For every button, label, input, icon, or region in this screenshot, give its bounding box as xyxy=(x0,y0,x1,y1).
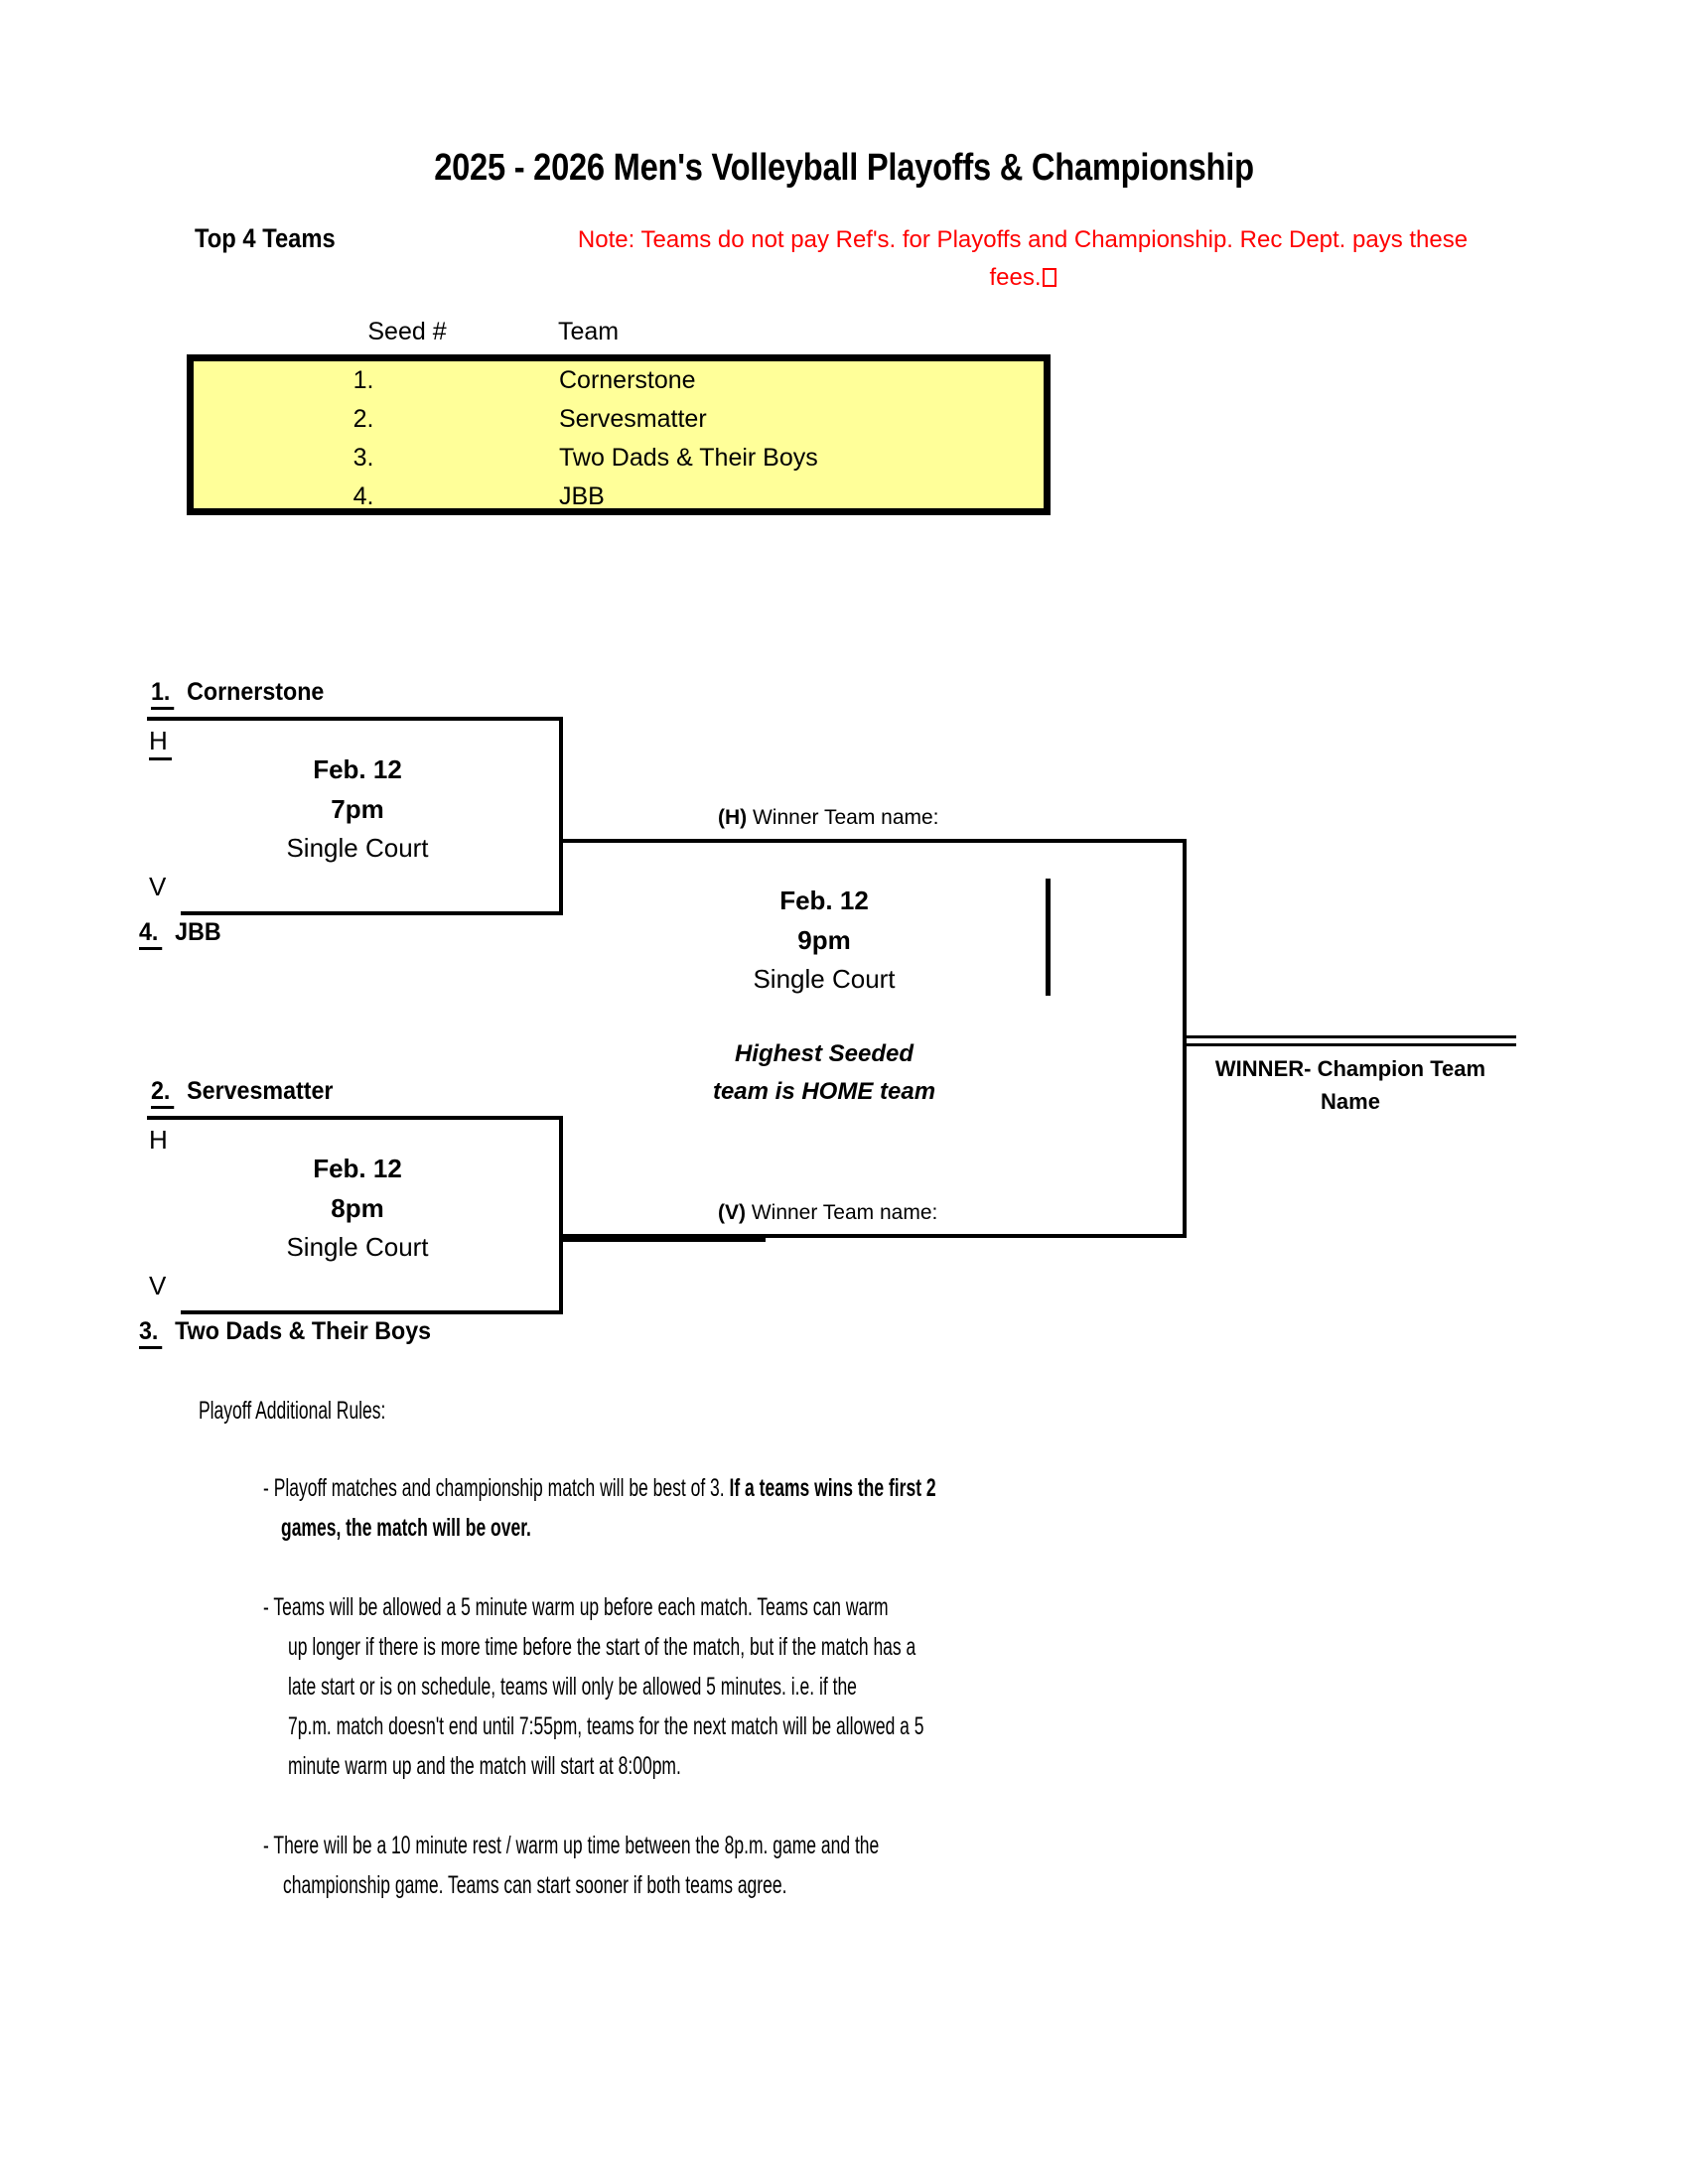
semifinal-2-home-mark: H xyxy=(149,1127,168,1153)
team-name: Servesmatter xyxy=(187,1077,334,1105)
home-mark-label: H xyxy=(149,1125,168,1155)
table-row: 3. Two Dads & Their Boys xyxy=(194,439,1044,478)
seed-number: 3. xyxy=(139,1317,163,1349)
semifinal-1-home-mark: H xyxy=(149,726,172,760)
note-line-1: Note: Teams do not pay Ref's. for Playof… xyxy=(577,226,1283,253)
seed-team-name: Servesmatter xyxy=(559,405,707,433)
semifinal-2-bottom-team: 3. Two Dads & Their Boys xyxy=(139,1317,431,1349)
visitor-mark-label: V xyxy=(149,1271,167,1300)
rules-heading: Playoff Additional Rules: xyxy=(199,1397,386,1425)
semifinal-2-visitor-mark: V xyxy=(149,1273,166,1298)
team-name: Two Dads & Their Boys xyxy=(175,1317,432,1345)
semifinal-2-bottom-line xyxy=(181,1310,563,1314)
rule-text-bold: games, the match will be over. xyxy=(281,1514,531,1542)
match-court: Single Court xyxy=(753,964,896,994)
rule-text-bold: If a teams wins the first 2 xyxy=(729,1474,936,1502)
championship-top-line xyxy=(559,839,1187,843)
team-name: JBB xyxy=(175,918,221,946)
championship-bottom-line xyxy=(559,1234,1187,1238)
seed-column-header: Seed # xyxy=(367,318,447,345)
semifinal-1-visitor-mark: V xyxy=(149,874,166,899)
championship-match-info: Feb. 12 9pm Single Court xyxy=(655,881,993,998)
semifinal-2-connector-line xyxy=(559,1238,766,1242)
champion-label-line-2: Name xyxy=(1321,1089,1380,1114)
home-slot-label: Winner Team name: xyxy=(747,806,939,829)
missing-glyph-icon xyxy=(1042,268,1056,287)
semifinal-2-top-team: 2. Servesmatter xyxy=(151,1077,333,1109)
semifinal-2-right-line xyxy=(559,1116,563,1314)
rule-line: - Playoff matches and championship match… xyxy=(263,1474,936,1503)
table-row: 2. Servesmatter xyxy=(194,400,1044,439)
seed-number: 3. xyxy=(352,444,374,472)
seed-number: 1. xyxy=(352,366,374,394)
visitor-mark-label: V xyxy=(149,872,167,901)
semifinal-1-bottom-line xyxy=(181,911,563,915)
seed-number: 4. xyxy=(139,918,163,950)
seed-table: 1. Cornerstone 2. Servesmatter 3. Two Da… xyxy=(187,354,1051,515)
semifinal-1-top-team: 1. Cornerstone xyxy=(151,678,324,710)
semifinal-1-bottom-team: 4. JBB xyxy=(139,918,221,950)
highest-seed-note-line-1: Highest Seeded xyxy=(734,1040,914,1067)
rule-text-normal: - Playoff matches and championship match… xyxy=(263,1474,730,1502)
championship-right-line xyxy=(1183,839,1187,1238)
table-row: 1. Cornerstone xyxy=(194,361,1044,400)
semifinal-1-top-line xyxy=(147,717,563,721)
semifinal-1-right-line xyxy=(559,717,563,915)
champion-line-upper xyxy=(1183,1035,1516,1038)
semifinal-1-match-info: Feb. 12 7pm Single Court xyxy=(189,750,526,867)
match-time: 8pm xyxy=(331,1193,384,1223)
match-time: 9pm xyxy=(797,925,851,955)
match-date: Feb. 12 xyxy=(313,754,402,784)
rule-line: minute warm up and the match will start … xyxy=(288,1752,681,1780)
match-time: 7pm xyxy=(331,794,384,824)
visitor-slot-prefix: (V) xyxy=(718,1201,746,1224)
page-title: 2025 - 2026 Men's Volleyball Playoffs & … xyxy=(434,147,1254,189)
rule-line: championship game. Teams can start soone… xyxy=(283,1871,787,1899)
semifinal-2-top-line xyxy=(147,1116,563,1120)
seed-number: 1. xyxy=(151,678,175,710)
seed-number: 4. xyxy=(352,482,374,510)
rule-line: games, the match will be over. xyxy=(281,1514,531,1543)
champion-line-lower xyxy=(1183,1043,1516,1046)
championship-divider-line xyxy=(1046,879,1051,996)
rule-line: - There will be a 10 minute rest / warm … xyxy=(263,1832,880,1859)
rule-line: late start or is on schedule, teams will… xyxy=(288,1673,857,1701)
home-mark-label: H xyxy=(149,726,172,760)
match-date: Feb. 12 xyxy=(313,1154,402,1183)
championship-visitor-slot: (V) Winner Team name: xyxy=(718,1201,937,1225)
match-date: Feb. 12 xyxy=(779,886,869,915)
semifinal-2-match-info: Feb. 12 8pm Single Court xyxy=(189,1149,526,1266)
table-row: 4. JBB xyxy=(194,478,1044,516)
seed-number: 2. xyxy=(352,405,374,433)
highest-seed-note-line-2: team is HOME team xyxy=(712,1078,936,1105)
seed-team-name: Two Dads & Their Boys xyxy=(559,444,818,472)
seed-team-name: JBB xyxy=(559,482,605,510)
note-line-2: Dept. pays these fees. xyxy=(989,226,1469,291)
ref-payment-note: Note: Teams do not pay Ref's. for Playof… xyxy=(556,221,1489,297)
home-slot-prefix: (H) xyxy=(718,806,748,829)
champion-team-label: WINNER- Champion Team Name xyxy=(1177,1052,1524,1118)
match-court: Single Court xyxy=(286,1232,429,1262)
match-court: Single Court xyxy=(286,833,429,863)
seed-team-name: Cornerstone xyxy=(559,366,696,394)
team-column-header: Team xyxy=(558,318,620,345)
rule-line: up longer if there is more time before t… xyxy=(288,1633,916,1661)
highest-seed-note: Highest Seeded team is HOME team xyxy=(655,1035,993,1111)
rule-line: - Teams will be allowed a 5 minute warm … xyxy=(263,1593,889,1621)
team-name: Cornerstone xyxy=(187,678,325,706)
champion-label-line-1: WINNER- Champion Team xyxy=(1214,1056,1486,1081)
visitor-slot-label: Winner Team name: xyxy=(746,1201,938,1224)
top-4-teams-label: Top 4 Teams xyxy=(195,223,336,253)
rule-line: 7p.m. match doesn't end until 7:55pm, te… xyxy=(288,1712,924,1740)
championship-home-slot: (H) Winner Team name: xyxy=(718,806,939,830)
seed-number: 2. xyxy=(151,1077,175,1109)
